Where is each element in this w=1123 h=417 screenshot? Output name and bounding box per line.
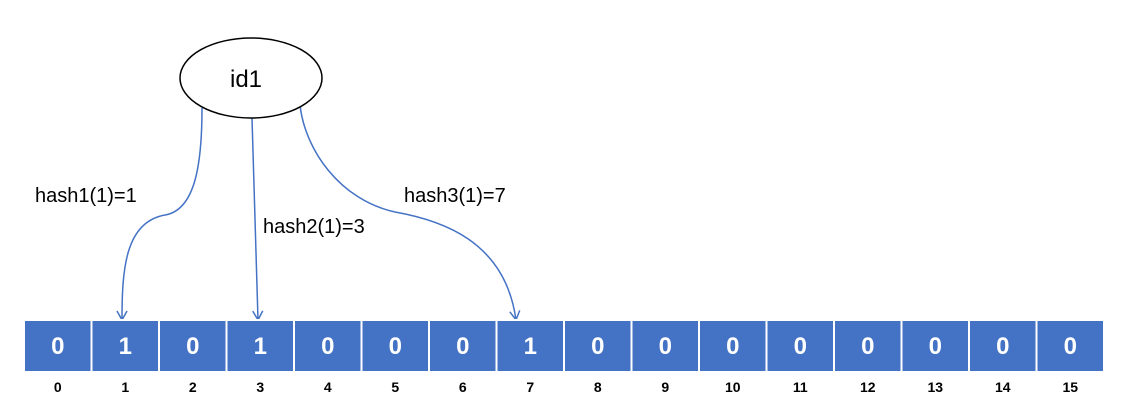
- bit-value: 1: [254, 333, 267, 360]
- bit-index: 6: [459, 379, 467, 395]
- bit-value: 0: [861, 333, 874, 360]
- bit-cell-box: [900, 319, 970, 373]
- bit-value: 0: [186, 333, 199, 360]
- hash2-label: hash2(1)=3: [263, 216, 365, 238]
- bit-value: 0: [1064, 333, 1077, 360]
- bit-cell-box: [225, 319, 295, 373]
- hash1-label: hash1(1)=1: [35, 185, 137, 207]
- hash-labels: hash1(1)=1 hash2(1)=3 hash3(1)=7: [35, 185, 506, 238]
- bit-cell-box: [833, 319, 903, 373]
- bit-cell: 1: [495, 319, 565, 373]
- bit-cell: 1: [225, 319, 295, 373]
- bit-index: 14: [995, 379, 1011, 395]
- bit-index: 5: [391, 379, 399, 395]
- bit-index: 1: [121, 379, 129, 395]
- bit-index: 12: [860, 379, 876, 395]
- bit-cell: 0: [293, 319, 363, 373]
- bit-cell-box: [360, 319, 430, 373]
- bit-cell: 1: [90, 319, 160, 373]
- bit-cell-box: [563, 319, 633, 373]
- bit-cell: 0: [900, 319, 970, 373]
- bit-cell: 0: [563, 319, 633, 373]
- bit-value: 0: [726, 333, 739, 360]
- arrow-hash3: [299, 104, 521, 322]
- bit-value: 0: [321, 333, 334, 360]
- bit-value: 0: [996, 333, 1009, 360]
- bit-cell-box: [1035, 319, 1105, 373]
- bit-cell-box: [90, 319, 160, 373]
- bit-cell-box: [765, 319, 835, 373]
- bit-value: 0: [929, 333, 942, 360]
- bit-cell: 0: [360, 319, 430, 373]
- hash3-label: hash3(1)=7: [404, 185, 506, 207]
- bit-cell: 0: [833, 319, 903, 373]
- bit-cell: 0: [1035, 319, 1105, 373]
- bit-index: 10: [725, 379, 741, 395]
- bit-index: 2: [189, 379, 197, 395]
- id-node: id1: [179, 37, 323, 119]
- bit-index: 13: [927, 379, 943, 395]
- bit-cell: 0: [428, 319, 498, 373]
- bit-cell-box: [698, 319, 768, 373]
- bit-value: 0: [456, 333, 469, 360]
- bit-value: 0: [591, 333, 604, 360]
- bit-cell: 0: [158, 319, 228, 373]
- bit-cell: 0: [765, 319, 835, 373]
- arrow-hash2: [251, 117, 264, 322]
- bit-index: 11: [793, 379, 808, 395]
- bit-value: 0: [794, 333, 807, 360]
- bit-cell: 0: [968, 319, 1038, 373]
- bit-index: 9: [661, 379, 669, 395]
- hash-arrows: [116, 104, 521, 322]
- bit-cell-box: [293, 319, 363, 373]
- bit-cell: 0: [23, 319, 93, 373]
- bit-cell-box: [23, 319, 93, 373]
- bit-value: 0: [389, 333, 402, 360]
- bit-cell-box: [630, 319, 700, 373]
- bit-value: 0: [659, 333, 672, 360]
- bit-cell-box: [968, 319, 1038, 373]
- bit-index: 8: [594, 379, 602, 395]
- bit-value: 1: [119, 333, 132, 360]
- bit-cell: 0: [698, 319, 768, 373]
- bit-cell-box: [495, 319, 565, 373]
- bit-array: 0 1 0 1 0 0 0 1 0 0 0 0 0 0 0 0: [23, 319, 1105, 373]
- bit-value: 1: [524, 333, 537, 360]
- node-label: id1: [230, 66, 262, 93]
- bit-value: 0: [51, 333, 64, 360]
- bit-index: 0: [54, 379, 62, 395]
- bit-index: 15: [1062, 379, 1078, 395]
- bit-cell: 0: [630, 319, 700, 373]
- bit-index: 4: [324, 379, 332, 395]
- bit-index: 7: [526, 379, 534, 395]
- node-ellipse: [179, 37, 323, 119]
- bit-cell-box: [158, 319, 228, 373]
- bit-index: 3: [256, 379, 264, 395]
- arrow-hash1: [116, 107, 203, 322]
